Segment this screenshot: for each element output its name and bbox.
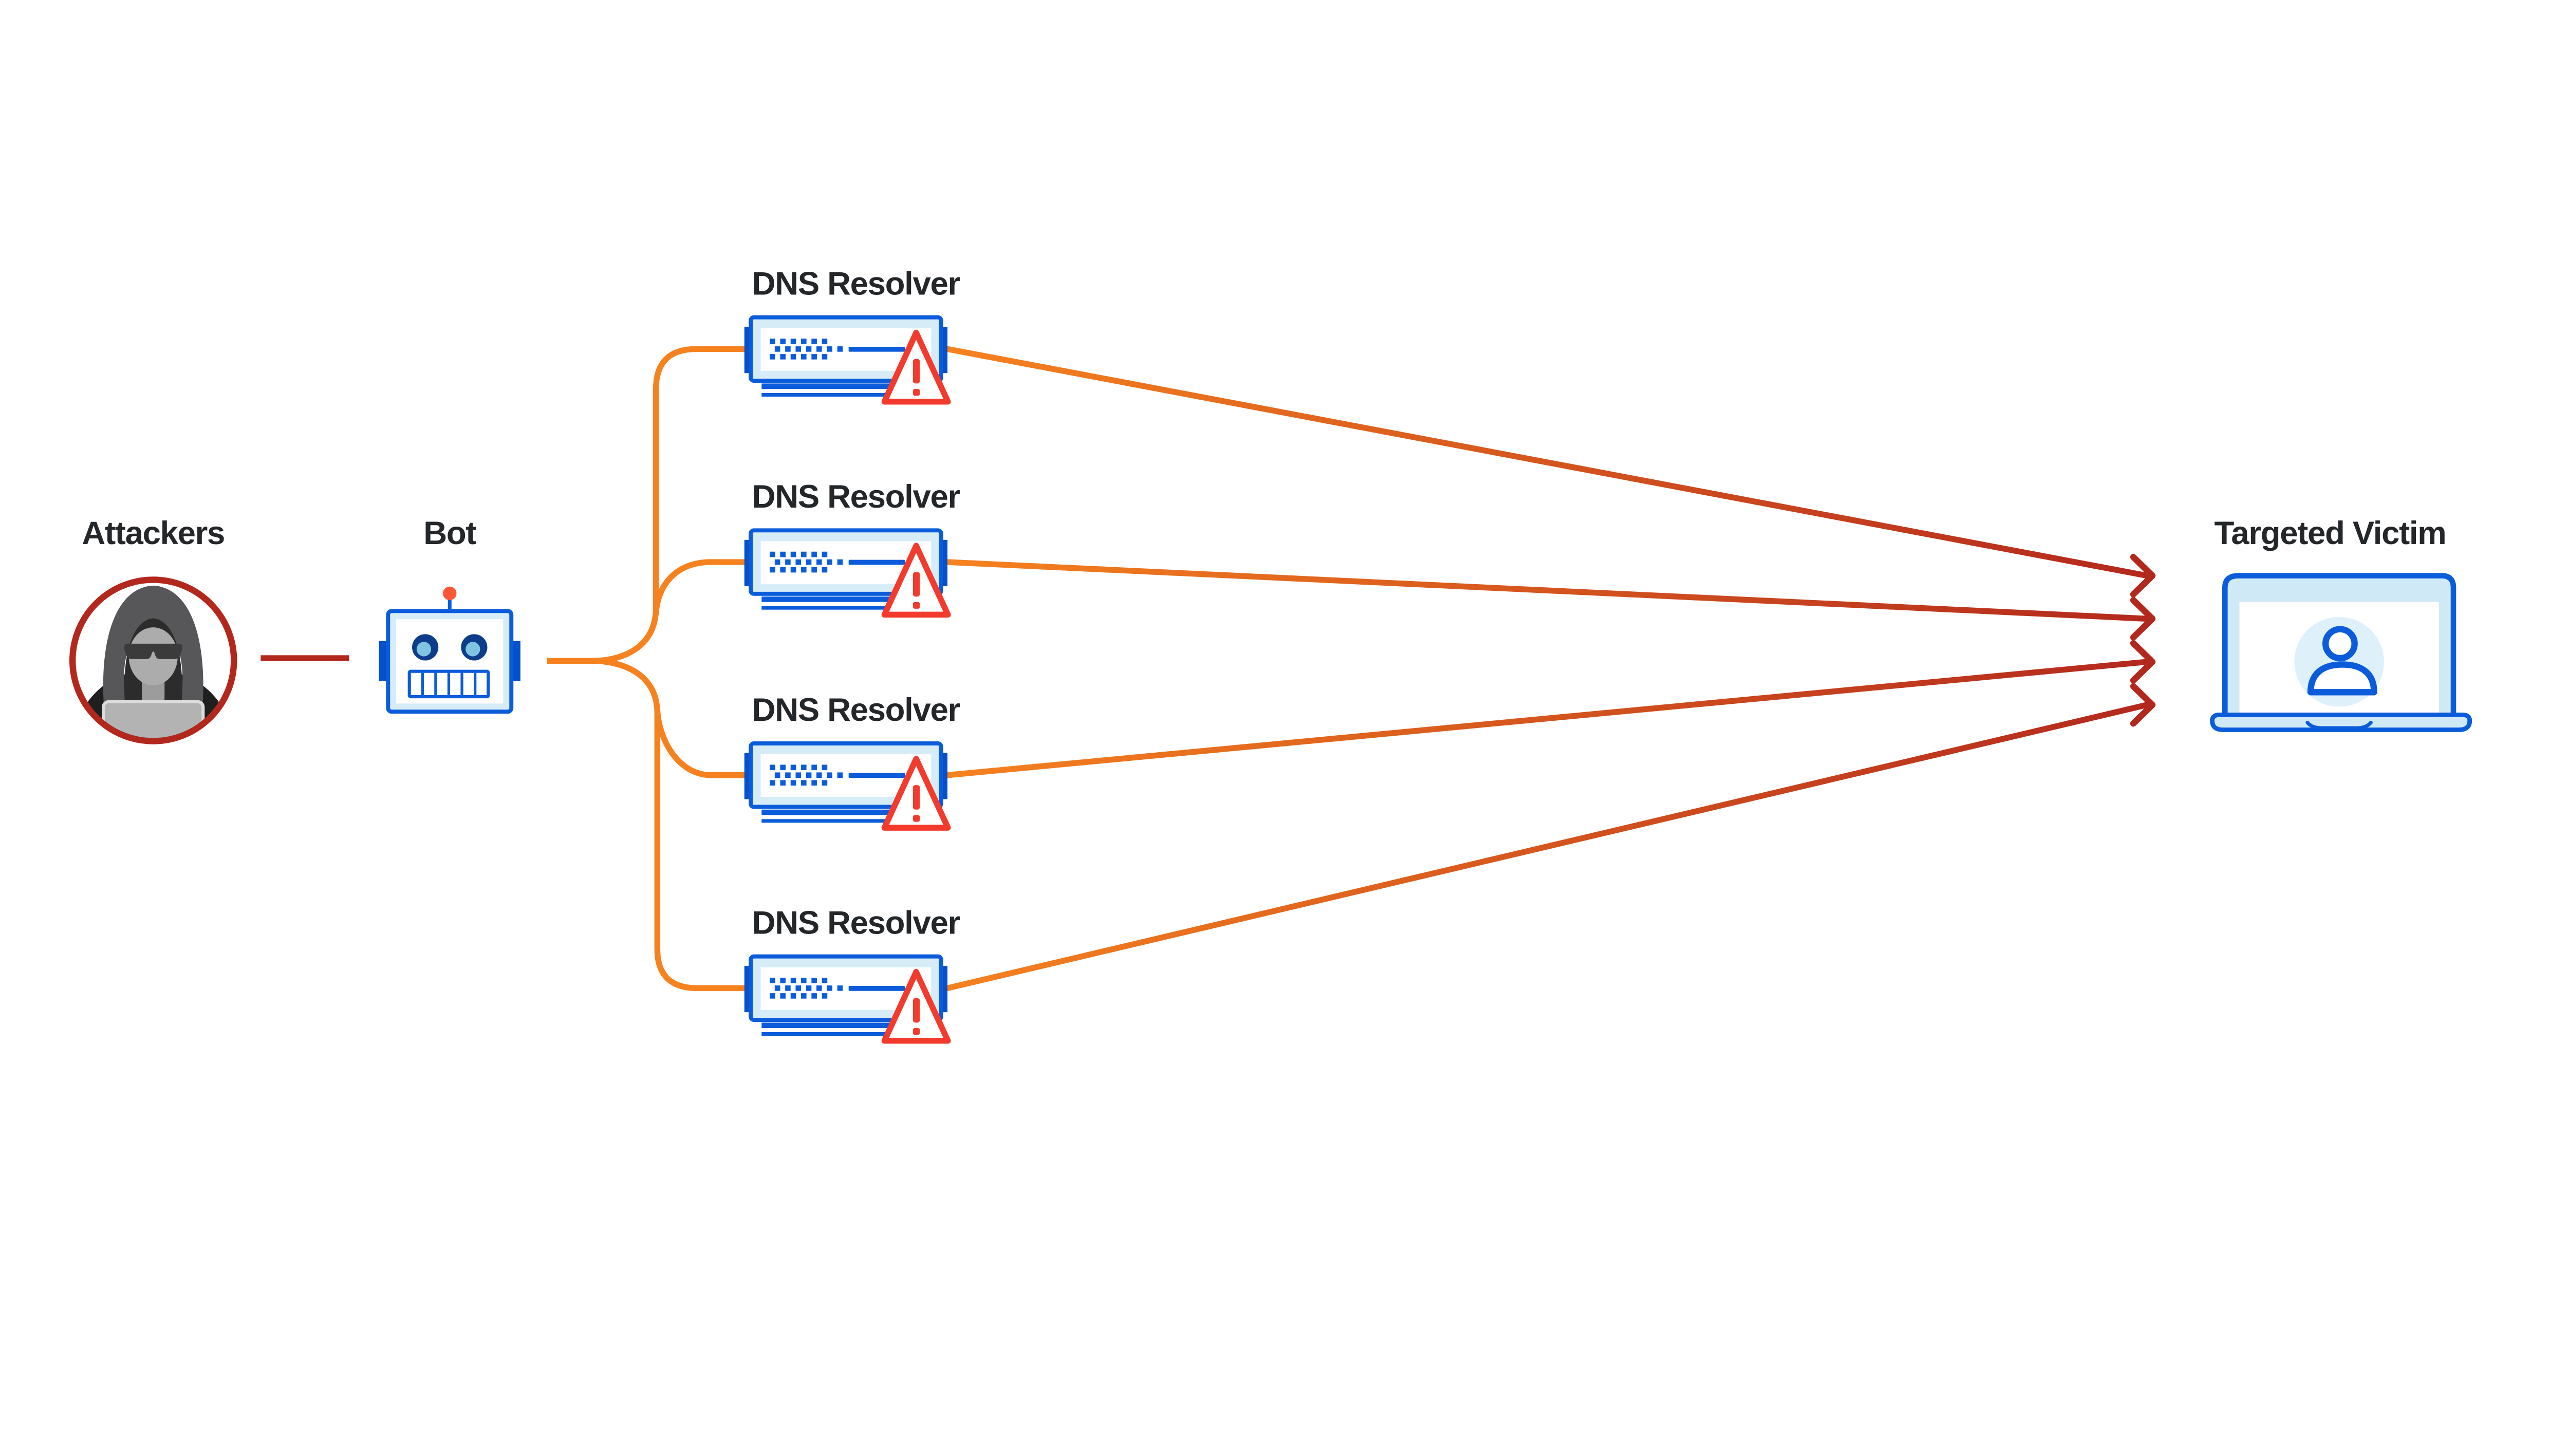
bot-link-resolver-3 [654, 706, 749, 778]
victim-label: Targeted Victim [2214, 515, 2446, 551]
connectors [260, 346, 2152, 992]
person-head [2322, 626, 2358, 662]
dns-server-icon [744, 957, 948, 1041]
amplified-arrow-2 [944, 559, 2150, 622]
attackers-node: Attackers [69, 515, 237, 744]
sunglasses [124, 643, 182, 659]
dns-server-icon [744, 530, 948, 614]
laptop-base [2210, 712, 2472, 732]
dns-resolver-node-1: DNS Resolver [744, 265, 961, 402]
victim-node: Targeted Victim [2210, 515, 2472, 732]
dns-resolver-label: DNS Resolver [752, 265, 960, 302]
resolver-to-victim-arrows [944, 346, 2152, 992]
dns-server-icon [744, 318, 948, 402]
person-icon [2294, 617, 2385, 707]
ddos-attack-diagram: Attackers Bot [69, 265, 2472, 1044]
attackers-label: Attackers [82, 515, 225, 551]
antenna-dot [443, 586, 457, 601]
amplified-arrow-4 [944, 702, 2150, 992]
robot-ear-left [379, 641, 388, 681]
bot-link-resolver-1 [594, 346, 749, 664]
dns-server-icon [744, 743, 948, 828]
robot-ear-right [511, 641, 520, 681]
bot-node: Bot [379, 515, 520, 714]
dns-resolver-node-3: DNS Resolver [744, 692, 961, 828]
dns-resolver-label: DNS Resolver [752, 478, 960, 515]
amplified-arrow-3 [944, 659, 2150, 778]
amplified-arrow-1 [944, 346, 2150, 579]
hacker-laptop [102, 700, 205, 738]
hacker-hood [103, 585, 203, 730]
laptop-notch [2305, 720, 2373, 730]
diagram-canvas: Attackers Bot [69, 265, 2472, 1044]
bot-label: Bot [423, 515, 476, 551]
dns-resolver-label: DNS Resolver [752, 905, 960, 941]
dns-resolver-node-4: DNS Resolver [744, 905, 961, 1041]
laptop-icon [2210, 573, 2472, 732]
robot-icon [379, 586, 520, 714]
person-body [2307, 661, 2377, 696]
bot-link-resolver-2 [653, 559, 749, 617]
bot-link-resolver-4 [594, 658, 749, 992]
bot-to-resolver-links [547, 346, 749, 992]
dns-resolver-label: DNS Resolver [752, 692, 960, 728]
hacker-face [128, 627, 178, 686]
dns-resolver-node-2: DNS Resolver [744, 478, 961, 614]
